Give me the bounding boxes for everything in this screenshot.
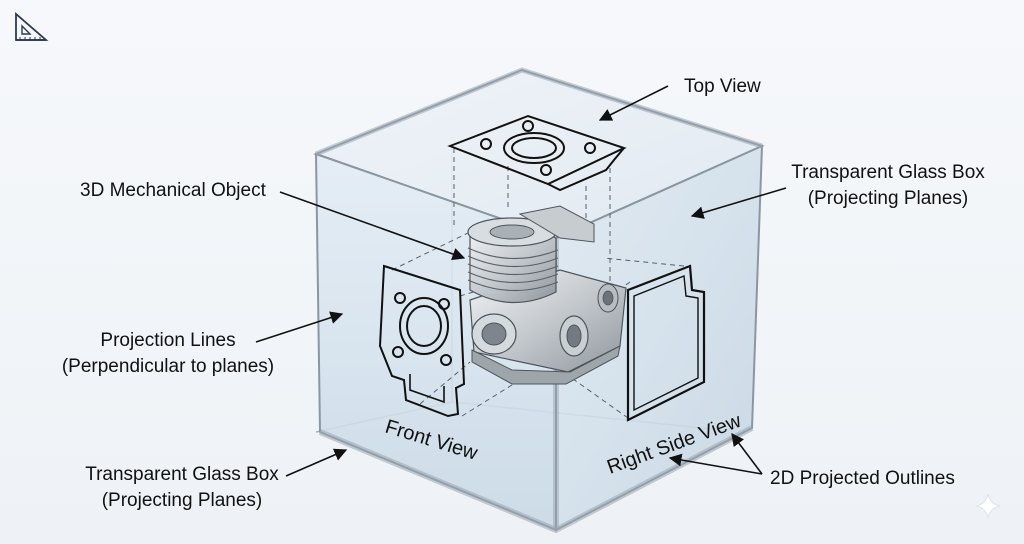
mechanical-object-label: 3D Mechanical Object bbox=[80, 180, 267, 201]
projection-lines-label-line1: Projection Lines bbox=[100, 330, 235, 351]
projection-lines-arrow bbox=[255, 311, 344, 343]
glass-box-left-label-line2: (Projecting Planes) bbox=[102, 490, 263, 511]
projected-outlines-label: 2D Projected Outlines bbox=[770, 468, 955, 489]
front-view-outline bbox=[378, 264, 466, 418]
top-view-label: Top View bbox=[684, 76, 761, 97]
projected-outlines-arrow-2 bbox=[731, 432, 763, 475]
set-square-ruler-icon bbox=[15, 12, 49, 41]
glass-box-right-label-line2: (Projecting Planes) bbox=[808, 188, 969, 209]
projection-lines-label-line2: (Perpendicular to planes) bbox=[62, 356, 274, 377]
top-view-arrow bbox=[598, 85, 669, 121]
sparkle-icon bbox=[975, 493, 1001, 519]
glass-box-left-arrow bbox=[285, 448, 348, 477]
glass-box-right-arrow bbox=[690, 187, 787, 219]
glass-box-right-label-line1: Transparent Glass Box bbox=[791, 162, 985, 183]
mechanical-object-arrow bbox=[279, 191, 466, 261]
glass-box-left-label-line1: Transparent Glass Box bbox=[85, 464, 279, 485]
mechanical-object bbox=[467, 205, 627, 385]
projected-outlines-arrow-1 bbox=[668, 453, 763, 475]
callout-arrows bbox=[255, 85, 787, 477]
top-view-outline bbox=[447, 114, 627, 192]
right-side-view-outline bbox=[626, 264, 706, 422]
